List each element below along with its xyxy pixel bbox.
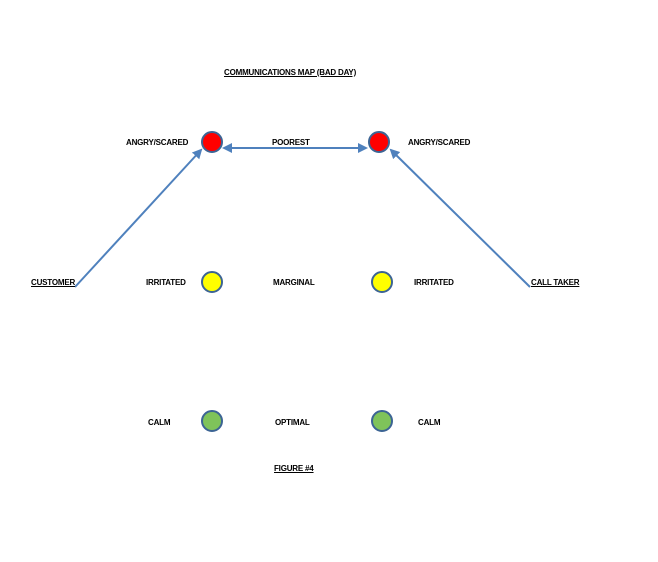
right-irritated-label: IRRITATED <box>414 278 454 287</box>
left-calm-node <box>201 410 223 432</box>
right-angry-node <box>368 131 390 153</box>
right-irritated-node <box>371 271 393 293</box>
customer-label: CUSTOMER <box>31 278 76 287</box>
customer-to-angry-arrow <box>74 148 203 288</box>
right-calm-label: CALM <box>418 418 441 427</box>
call-taker-label: CALL TAKER <box>531 278 580 287</box>
left-angry-label: ANGRY/SCARED <box>126 138 189 147</box>
right-angry-label: ANGRY/SCARED <box>408 138 471 147</box>
calltaker-to-angry-arrow <box>389 148 531 288</box>
figure-caption: FIGURE #4 <box>274 464 314 473</box>
poorest-label: POOREST <box>272 138 310 147</box>
diagram-title: COMMUNICATIONS MAP (BAD DAY) <box>224 68 357 77</box>
left-irritated-label: IRRITATED <box>146 278 186 287</box>
optimal-label: OPTIMAL <box>275 418 310 427</box>
left-calm-label: CALM <box>148 418 171 427</box>
left-irritated-node <box>201 271 223 293</box>
right-calm-node <box>371 410 393 432</box>
left-angry-node <box>201 131 223 153</box>
marginal-label: MARGINAL <box>273 278 315 287</box>
